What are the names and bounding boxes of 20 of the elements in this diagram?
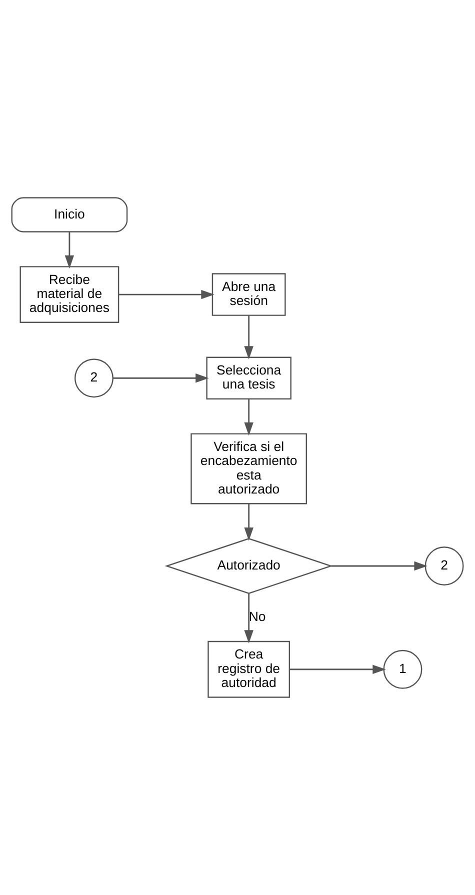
node-circle: 1 <box>383 650 422 689</box>
node-box: Abre una sesión <box>212 273 286 316</box>
node-circle: 2 <box>424 546 464 586</box>
arrow <box>331 561 428 571</box>
node-diamond: Autorizado <box>164 538 333 594</box>
node-box: Recibe material de adquisiciones <box>20 266 120 324</box>
arrow <box>244 594 254 644</box>
arrow <box>113 373 209 383</box>
node-circle: 2 <box>74 358 114 398</box>
node-box: Verifica si el encabezamiento esta autorizado <box>190 433 308 504</box>
arrow <box>64 232 74 269</box>
node-box: Crea registro de autoridad <box>208 640 290 698</box>
arrow <box>290 664 386 674</box>
arrow <box>244 399 254 436</box>
edge-label: No <box>248 608 266 624</box>
arrow <box>244 316 254 360</box>
node-box: Inicio <box>11 197 128 232</box>
node-box: Selecciona una tesis <box>206 356 292 400</box>
arrow <box>118 290 214 300</box>
arrow <box>244 504 254 541</box>
